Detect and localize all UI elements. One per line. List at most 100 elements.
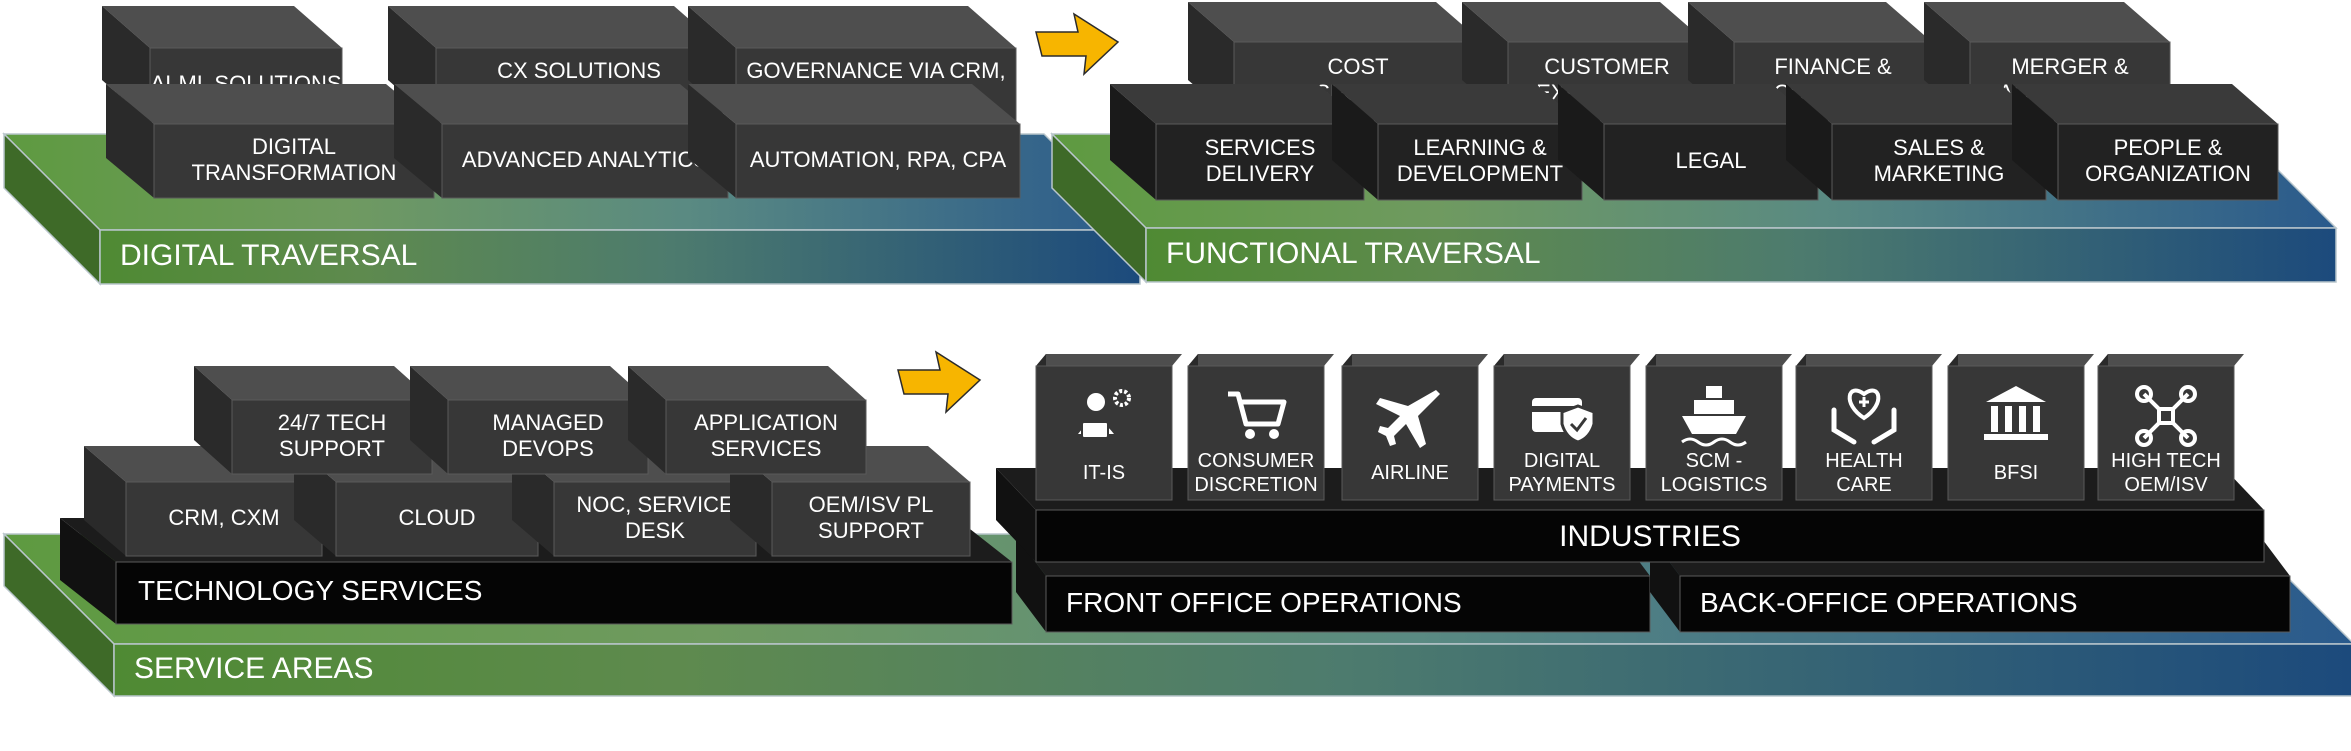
digital-front-box	[688, 84, 1021, 199]
functional-front-box	[1332, 84, 1583, 201]
tech-bottom-box-front	[335, 481, 539, 557]
health-icon-hands	[1831, 407, 1897, 445]
industry-tile-box-top	[1796, 354, 1942, 366]
industry-tile-box-top	[1342, 354, 1488, 366]
industry-tile-label-line: HEALTH	[1825, 450, 1902, 472]
functional-traversal-platform-label-line: FUNCTIONAL TRAVERSAL	[1166, 237, 1541, 270]
service-areas-platform-front-face	[113, 643, 2351, 697]
tech-top-box-label-line: DEVOPS	[502, 436, 594, 461]
functional-front-box	[1558, 84, 1819, 201]
functional-traversal-blocks: COSTTRANSFORMATIONCUSTOMEREXPERIENCEFINA…	[1110, 2, 2279, 201]
digital-traversal-platform-front-face	[99, 229, 1141, 285]
front-office-bar-label: FRONT OFFICE OPERATIONS	[1066, 587, 1462, 618]
industry-tile: AIRLINE	[1341, 354, 1488, 501]
arrow-tech-to-industries-shape	[897, 350, 982, 414]
industry-tile-label-line: DISCRETION	[1194, 474, 1317, 496]
bank-icon-base	[1984, 434, 2048, 440]
network-icon-hub	[2157, 407, 2175, 425]
functional-front-box-label-line: LEGAL	[1676, 148, 1747, 173]
functional-front-box-label-line: DEVELOPMENT	[1397, 161, 1563, 186]
tech-bottom-box-front	[771, 481, 971, 557]
functional-back-box-top	[1924, 2, 2170, 42]
industry-tile-label-line: BFSI	[1994, 462, 2038, 484]
digital-front-box-top	[106, 84, 434, 124]
ship-icon-cabin	[1694, 400, 1734, 414]
industry-tile-label: SCM -LOGISTICS	[1661, 450, 1768, 496]
tech-top-box-label-line: APPLICATION	[694, 410, 838, 435]
industry-tile-box-front	[1187, 365, 1325, 501]
functional-front-box-front	[1377, 123, 1583, 201]
digital-back-box-label-line: GOVERNANCE VIA CRM,	[746, 58, 1005, 83]
cargo-ship-icon	[1681, 386, 1747, 447]
tech-top-box-side	[194, 366, 232, 474]
bank-icon-column	[2033, 406, 2040, 432]
functional-front-box-side	[2012, 84, 2058, 200]
tech-bottom-box-front	[125, 481, 323, 557]
back-office-bar-label: BACK-OFFICE OPERATIONS	[1700, 587, 2078, 618]
industry-tile: IT-IS	[1035, 354, 1182, 501]
front-office-bar-side	[1016, 536, 1046, 632]
front-office-bar-front	[1045, 575, 1651, 633]
health-icon-heart	[1847, 388, 1881, 421]
digital-back-box-label-line: CX SOLUTIONS	[497, 58, 661, 83]
digital-front-box-front	[735, 123, 1021, 199]
bank-icon-roof	[1986, 386, 2046, 402]
back-office-bar-label-line: BACK-OFFICE OPERATIONS	[1700, 587, 2078, 618]
functional-front-box-top	[1786, 84, 2046, 124]
functional-front-box-label: LEGAL	[1676, 148, 1747, 173]
technology-services-bar-front	[115, 561, 1013, 625]
digital-front-box-side	[394, 84, 442, 198]
tech-top-box-side	[410, 366, 448, 474]
industry-tile-label: BFSI	[1994, 462, 2038, 484]
digital-front-box-label-line: DIGITAL	[252, 134, 336, 159]
bank-icon-column	[2005, 406, 2012, 432]
industry-tile-label-line: AIRLINE	[1371, 462, 1449, 484]
industry-tile: BFSI	[1947, 354, 2094, 501]
functional-front-box-side	[1332, 84, 1378, 200]
tech-bottom-box-label: CLOUD	[398, 505, 475, 530]
functional-back-box-label-line: FINANCE &	[1774, 54, 1892, 79]
industry-tile-label-line: LOGISTICS	[1661, 474, 1768, 496]
digital-front-box-side	[688, 84, 736, 198]
functional-front-box-label: SALES &MARKETING	[1874, 135, 2005, 186]
industry-tile-label-line: CARE	[1836, 474, 1892, 496]
digital-front-box-top	[394, 84, 728, 124]
industry-tile-box-top	[1036, 354, 1182, 366]
functional-front-box-top	[1110, 84, 1364, 124]
it-is-icon-head	[1087, 393, 1105, 411]
functional-front-box-front	[1831, 123, 2047, 201]
functional-back-box-label-line: MERGER &	[2011, 54, 2129, 79]
arrow-digital-to-functional-shape	[1035, 12, 1120, 76]
ship-icon-hull	[1682, 416, 1746, 434]
ship-icon-stack	[1706, 386, 1722, 398]
industry-tile-label-line: PAYMENTS	[1508, 474, 1615, 496]
industry-tile-box-top	[1494, 354, 1640, 366]
industry-tile-box	[1795, 354, 1942, 501]
functional-front-box-label-line: SERVICES	[1205, 135, 1316, 160]
industry-tile-box	[1187, 354, 1334, 501]
industry-tile-label: IT-IS	[1083, 462, 1125, 484]
digital-back-box-top	[688, 6, 1016, 48]
industries-bar-label: INDUSTRIES	[1559, 520, 1741, 553]
ship-icon-waves	[1681, 437, 1747, 447]
industry-tile-box-top	[2098, 354, 2244, 366]
network-icon-node	[2179, 429, 2197, 447]
digital-front-box-front	[441, 123, 729, 199]
arrow-digital-to-functional	[1035, 12, 1120, 76]
functional-front-box-label-line: SALES &	[1893, 135, 1985, 160]
digital-front-box	[394, 84, 729, 199]
it-is-icon	[1078, 389, 1131, 439]
industries-bar-side	[996, 468, 1036, 562]
industry-tile: SCM -LOGISTICS	[1645, 354, 1792, 501]
